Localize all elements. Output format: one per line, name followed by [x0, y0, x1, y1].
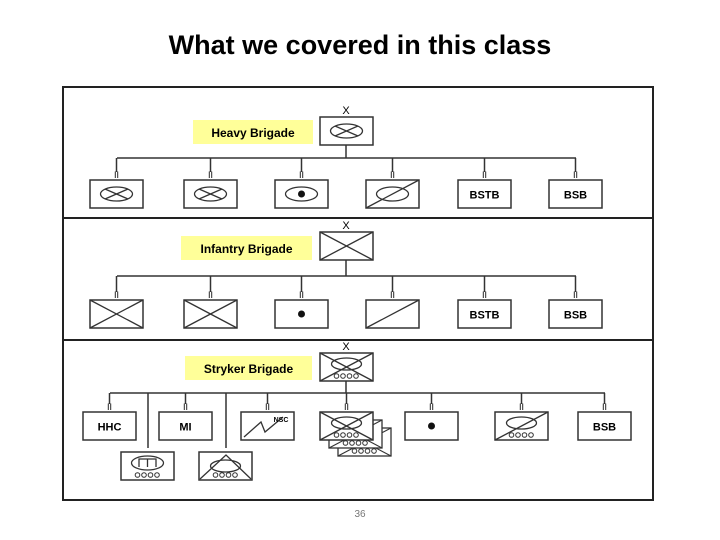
- unit-text: BSTB: [470, 190, 500, 202]
- recon-icon: [298, 310, 305, 318]
- echelon-mark: II: [107, 402, 112, 412]
- unit-frame: [577, 411, 632, 441]
- hq-unit: [319, 116, 374, 146]
- panel-label-box: [193, 120, 313, 144]
- slide-title: What we covered in this class: [168, 30, 552, 60]
- armored-field-artillery-icon: [365, 179, 420, 209]
- echelon-mark: II: [208, 290, 213, 300]
- panel-label: Stryker Brigade: [204, 362, 294, 376]
- unit: II BSB: [548, 276, 603, 329]
- panel-heavy-brigade: Heavy Brigade X II II: [89, 105, 603, 209]
- unit: II BSTB: [457, 276, 512, 329]
- echelon-mark: II: [482, 170, 487, 180]
- echelon-mark: II: [299, 290, 304, 300]
- unit-frame: [198, 451, 253, 481]
- signal-icon: [243, 416, 284, 438]
- echelon-mark: II: [390, 290, 395, 300]
- sub-unit: [120, 451, 175, 481]
- unit: II: [89, 158, 144, 209]
- unit-frame: [457, 299, 512, 329]
- unit-frame: [82, 411, 137, 441]
- unit: II BSB: [577, 393, 632, 441]
- echelon-mark: II: [183, 402, 188, 412]
- echelon-mark: II: [114, 290, 119, 300]
- unit-text: BSTB: [470, 310, 500, 322]
- unit: II: [183, 158, 238, 209]
- unit-frame: [548, 179, 603, 209]
- echelon-mark: X: [342, 105, 350, 117]
- panel-label: Infantry Brigade: [200, 242, 292, 256]
- unit: II: [494, 393, 549, 441]
- unit-text: HHC: [98, 422, 122, 434]
- armor-infantry-icon: [329, 123, 364, 139]
- echelon-mark: II: [429, 402, 434, 412]
- unit: II: [365, 158, 420, 209]
- echelon-mark: II: [299, 170, 304, 180]
- infantry-icon: [319, 231, 374, 261]
- stryker-infantry-icon: [319, 352, 374, 382]
- echelon-mark: II: [208, 170, 213, 180]
- unit-frame: [158, 411, 213, 441]
- unit: II MI: [158, 393, 213, 441]
- unit: II: [404, 393, 459, 441]
- unit-stack: II: [319, 393, 392, 457]
- unit: II: [274, 276, 329, 329]
- unit-frame: [457, 179, 512, 209]
- panel-stryker-brigade: Stryker Brigade X II HHC II: [82, 341, 632, 481]
- unit: II: [89, 276, 144, 329]
- unit: II: [274, 158, 329, 209]
- echelon-mark: II: [573, 290, 578, 300]
- unit-text: NSC: [274, 417, 289, 424]
- echelon-mark: II: [344, 402, 349, 412]
- page-number: 36: [354, 509, 366, 520]
- unit: II: [183, 276, 238, 329]
- unit-text: BSB: [564, 310, 587, 322]
- echelon-mark: II: [482, 290, 487, 300]
- echelon-mark: II: [573, 170, 578, 180]
- unit: II: [365, 276, 420, 329]
- unit-text: BSB: [564, 190, 587, 202]
- recon-icon: [428, 422, 435, 430]
- echelon-mark: II: [265, 402, 270, 412]
- diagram-frame: [62, 86, 654, 501]
- armored-recon-icon: [284, 186, 319, 202]
- unit: II HHC: [82, 393, 137, 441]
- panel-label: Heavy Brigade: [211, 126, 295, 140]
- echelon-mark: X: [342, 220, 350, 232]
- stryker-air-defense-icon: [199, 454, 252, 480]
- panel-label-box: [181, 236, 312, 260]
- field-artillery-icon: [365, 299, 420, 329]
- unit-frame: [548, 299, 603, 329]
- stryker-engineer-icon: [130, 455, 165, 478]
- unit-frame: [240, 411, 295, 441]
- armor-infantry-icon: [99, 186, 134, 202]
- echelon-mark: II: [390, 170, 395, 180]
- infantry-icon: [89, 299, 144, 329]
- panel-label-box: [185, 356, 312, 380]
- unit: II NSC: [240, 393, 295, 441]
- infantry-icon: [183, 299, 238, 329]
- stryker-infantry-stack-icon: [319, 411, 374, 441]
- hq-unit: [319, 231, 374, 261]
- unit: II BSB: [548, 158, 603, 209]
- unit-text: MI: [179, 422, 191, 434]
- echelon-mark: II: [114, 170, 119, 180]
- echelon-mark: II: [519, 402, 524, 412]
- echelon-mark: II: [602, 402, 607, 412]
- unit: II BSTB: [457, 158, 512, 209]
- sub-unit: [198, 451, 253, 481]
- unit-text: BSB: [593, 422, 616, 434]
- echelon-mark: X: [342, 341, 350, 353]
- armor-infantry-icon: [193, 186, 228, 202]
- stryker-field-artillery-icon: [494, 411, 549, 441]
- hq-unit: [319, 352, 374, 382]
- panel-infantry-brigade: Infantry Brigade X II II: [89, 220, 603, 329]
